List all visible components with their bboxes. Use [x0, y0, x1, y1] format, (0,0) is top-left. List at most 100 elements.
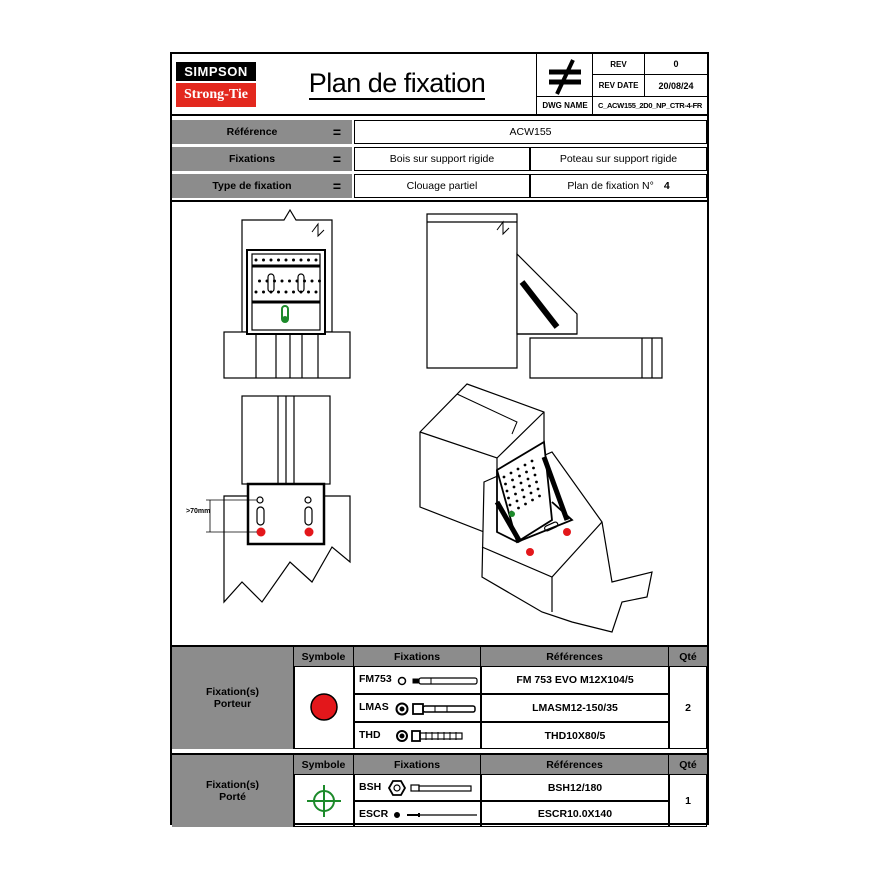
iso-plate-hole [516, 467, 520, 471]
chemical-anchor-icon [395, 702, 476, 716]
iso-plate-hole [509, 471, 513, 475]
concrete-screw-icon [396, 730, 463, 742]
porte-symbol-cell [294, 774, 354, 827]
plate-hole [254, 290, 258, 294]
plan-label: Plan de fixation N° [567, 180, 654, 192]
plate-hole [262, 258, 265, 262]
iso-plate-hole [522, 495, 526, 499]
plate-hole [277, 290, 280, 294]
porteur-ref-3: THD10X80/5 [481, 722, 669, 749]
plate-hole [299, 258, 303, 262]
iso-plate-hole [519, 481, 523, 485]
porteur-red-dot-icon [310, 693, 338, 721]
plate-hole [258, 279, 261, 283]
dwg-name-label: DWG NAME [537, 96, 593, 114]
porteur-row-lmas: LMAS [354, 694, 481, 722]
fixations-label: Fixations [172, 147, 332, 171]
reference-eq: = [322, 120, 352, 144]
iso-plate-hole [535, 480, 538, 484]
iso-plate-hole [523, 463, 527, 467]
fixations-value-1: Bois sur support rigide [354, 147, 530, 171]
iso-plate-hole [511, 478, 514, 482]
iso-plate-hole [515, 499, 519, 503]
iso-plate-hole [502, 475, 506, 479]
technical-drawing [206, 208, 663, 633]
dwg-name-value: C_ACW155_2D0_NP_CTR-4-FR [592, 96, 707, 114]
porte-row-escr: ESCR [354, 801, 481, 827]
iso-porte-nail [509, 511, 515, 517]
porteur-group-label: Fixation(s)Porteur [172, 647, 294, 749]
porte-qty-header: Qté [669, 755, 707, 774]
iso-plate-hole [507, 496, 510, 500]
plate-hole [262, 290, 265, 294]
porte-row-bsh: BSH [354, 774, 481, 801]
iso-plate-hole [505, 489, 509, 493]
rev-value: 0 [644, 54, 707, 75]
porte-ref-2: ESCR10.0X140 [481, 801, 669, 827]
iso-plate-hole [526, 477, 530, 481]
iso-plate-hole [525, 470, 528, 474]
type-eq: = [322, 174, 352, 198]
plate-hole [277, 258, 280, 262]
plate-hole [284, 290, 288, 294]
iso-plate-hole [538, 494, 541, 498]
porte-ref-1: BSH12/180 [481, 774, 669, 801]
porteur-anchor-left [256, 527, 266, 537]
plate-hole [292, 258, 295, 262]
drawing-sheet: SIMPSON Strong-Tie Plan de fixation DWG … [170, 52, 709, 827]
porteur-ref-1: FM 753 EVO M12X104/5 [481, 666, 669, 694]
reference-value: ACW155 [354, 120, 707, 144]
porteur-anchor-right [304, 527, 314, 537]
rev-label: REV [592, 54, 644, 75]
reference-label: Référence [172, 120, 332, 144]
post-view [206, 395, 351, 604]
wood-screw-icon [394, 812, 477, 818]
fixations-eq: = [322, 147, 352, 171]
porteur-row-fm753: FM753 [354, 666, 481, 694]
iso-plate-hole [530, 459, 534, 463]
not-equal-symbol-box: DWG NAME [536, 54, 593, 114]
plate-hole [269, 258, 273, 262]
plate-hole [318, 279, 321, 283]
iso-plate-hole [531, 498, 534, 502]
fixations-value-2: Poteau sur support rigide [530, 147, 707, 171]
title-block: SIMPSON Strong-Tie Plan de fixation DWG … [172, 54, 707, 116]
porteur-symbol-cell [294, 666, 354, 749]
plan-number: 4 [663, 180, 670, 192]
porte-crosshair-icon [307, 785, 341, 817]
porteur-table: Fixation(s)Porteur Symbole Fixations Réf… [172, 647, 707, 749]
porte-fixations-header: Fixations [354, 755, 481, 774]
porteur-qty-header: Qté [669, 647, 707, 666]
drawing-area: >70mm [172, 200, 707, 647]
plate-holes [254, 258, 321, 294]
bolt-icon [387, 780, 472, 796]
porte-symbol-header: Symbole [294, 755, 354, 774]
porteur-symbol-header: Symbole [294, 647, 354, 666]
side-view [426, 213, 663, 379]
porteur-fixations-header: Fixations [354, 647, 481, 666]
not-equal-icon [549, 59, 581, 95]
plate-hole [280, 279, 284, 283]
plate-hole [307, 258, 310, 262]
iso-plate-hole [533, 473, 537, 477]
plate-hole [254, 258, 258, 262]
iso-porteur-anchor-2 [526, 548, 534, 556]
iso-plate-hole [528, 484, 531, 488]
plate-hole [288, 279, 291, 283]
rev-date-value: 20/08/24 [644, 75, 707, 96]
porte-group-label: Fixation(s)Porté [172, 755, 294, 827]
type-value: Clouage partiel [354, 174, 530, 198]
iso-plate-hole [504, 482, 507, 486]
plate-hole [292, 290, 295, 294]
iso-plate-holes [502, 459, 541, 514]
dimension-label: >70mm [186, 508, 211, 515]
front-view [223, 208, 351, 379]
porteur-row-thd: THD [354, 722, 481, 749]
isometric-view [419, 383, 653, 633]
porte-references-header: Références [481, 755, 669, 774]
porteur-references-header: Références [481, 647, 669, 666]
iso-plate-hole [508, 503, 512, 507]
iso-plate-hole [514, 492, 517, 496]
iso-plate-hole [517, 506, 520, 510]
iso-plate-hole [524, 502, 527, 506]
